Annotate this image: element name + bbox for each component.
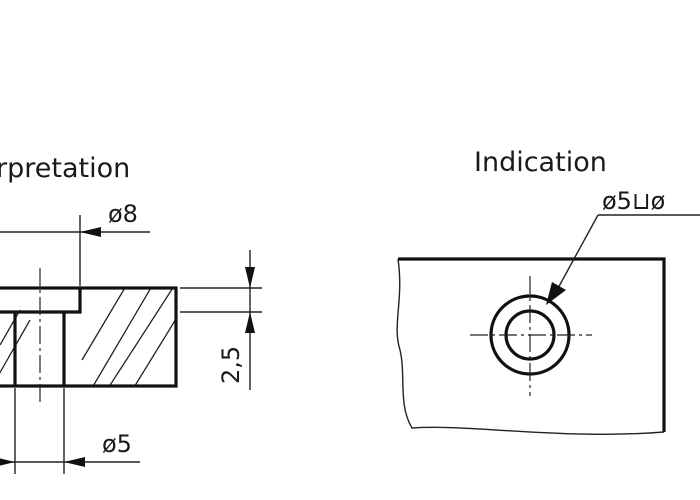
depth-dimension: 2,5 [180, 250, 262, 390]
interpretation-heading: rpretation [0, 153, 130, 184]
hole-dimension: ø5 [0, 388, 140, 474]
part-outline [0, 286, 178, 388]
indication-heading: Indication [474, 147, 607, 178]
section-hatching [0, 288, 176, 386]
counterbore-dimension: ø8 [0, 200, 150, 286]
plate-outline [396, 257, 666, 435]
counterbore-diameter-label: ø8 [108, 200, 138, 228]
indication-view: Indication ø5⊔ø [396, 147, 700, 435]
hole-top-view [470, 276, 592, 396]
callout-leader [546, 214, 700, 305]
counterbore-callout-label: ø5⊔ø [602, 187, 665, 215]
hole-diameter-label: ø5 [102, 430, 132, 458]
depth-label: 2,5 [217, 346, 245, 384]
interpretation-view: rpretation ø8 [0, 153, 262, 474]
